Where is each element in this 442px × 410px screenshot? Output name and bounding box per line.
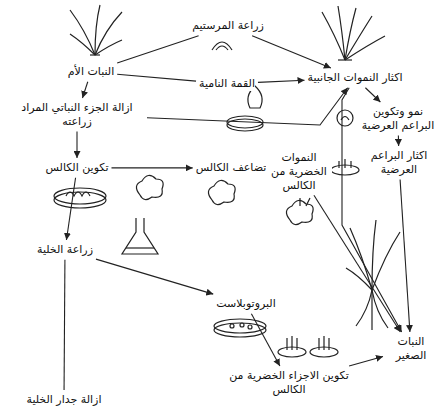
flow-arrow	[117, 36, 198, 63]
flow-arrow	[147, 88, 348, 125]
stage-text: تكوين الاجزاء الخضرية من الكالس	[216, 369, 362, 397]
flow-arrow	[365, 88, 380, 102]
stage-label: اكثار البراعم العرضية	[360, 148, 438, 178]
meristem-sketch	[212, 42, 232, 50]
shoot-dishes	[278, 336, 338, 357]
bud-formation	[337, 110, 353, 126]
stage-label: القمة النامية	[185, 72, 269, 92]
stage-label: زراعة المرستيم	[180, 14, 276, 34]
stage-label: زراعة الخلية	[25, 238, 105, 258]
stage-label: البروتوبلاست	[200, 292, 292, 312]
flow-arrow	[117, 74, 196, 81]
flow-arrow	[111, 167, 192, 168]
stage-label: النبات الصغير	[384, 334, 438, 364]
stage-text: القمة النامية	[199, 77, 255, 91]
stage-label: النموات الخضرية من الكالس	[264, 150, 334, 194]
stage-text: اكثار البراعم العرضية	[362, 149, 436, 177]
flow-arrow	[76, 132, 77, 159]
stage-label: تكوين الاجزاء الخضرية من الكالس	[214, 368, 364, 398]
stage-label: نمو وتكوين البراعم العرضية	[358, 104, 438, 134]
flow-arrow	[251, 314, 279, 366]
bud-dish	[331, 159, 359, 175]
protoplast-dish	[214, 319, 266, 337]
stage-text: زراعة الخلية	[37, 243, 93, 257]
flow-arrow	[314, 195, 400, 332]
flow-arrow	[398, 136, 399, 147]
stage-label: اكثار النموات الجانبية	[292, 66, 418, 86]
flow-arrow	[400, 180, 410, 333]
stage-text: ازالة جدار الخلية	[27, 393, 102, 407]
stage-text: النبات الصغير	[386, 335, 436, 363]
flow-arrow	[349, 357, 383, 366]
stage-text: اكثار النموات الجانبية	[308, 71, 403, 85]
stage-text: زراعة المرستيم	[192, 19, 264, 33]
stage-label: تضاعف الكالس	[192, 156, 270, 176]
stage-text: ازالة الجزء النباتي المراد زراعته	[10, 101, 144, 129]
stage-text: نمو وتكوين البراعم العرضية	[360, 105, 436, 133]
stage-label: ازالة جدار الخلية	[12, 388, 116, 408]
flow-arrow	[96, 259, 213, 294]
callus-dish	[54, 188, 106, 208]
stage-text: البروتوبلاست	[216, 297, 276, 311]
stage-label: النبات الأم	[55, 60, 127, 80]
petri-dish	[227, 116, 263, 131]
flow-arrow	[258, 80, 305, 82]
mother-plant	[70, 5, 122, 55]
flow-arrow	[252, 36, 331, 68]
stage-text: النبات الأم	[68, 65, 114, 79]
flow-arrow	[82, 82, 87, 98]
stage-label: تكوين الكالس	[38, 156, 116, 176]
stage-text: تضاعف الكالس	[196, 161, 267, 175]
stage-text: تكوين الكالس	[46, 161, 109, 175]
flow-arrow	[66, 178, 75, 240]
stage-label: ازالة الجزء النباتي المراد زراعته	[8, 100, 146, 130]
culture-flask	[122, 218, 158, 254]
stage-text: النموات الخضرية من الكالس	[266, 151, 332, 192]
flow-arrow	[64, 260, 66, 390]
lateral-shoots	[322, 6, 385, 60]
